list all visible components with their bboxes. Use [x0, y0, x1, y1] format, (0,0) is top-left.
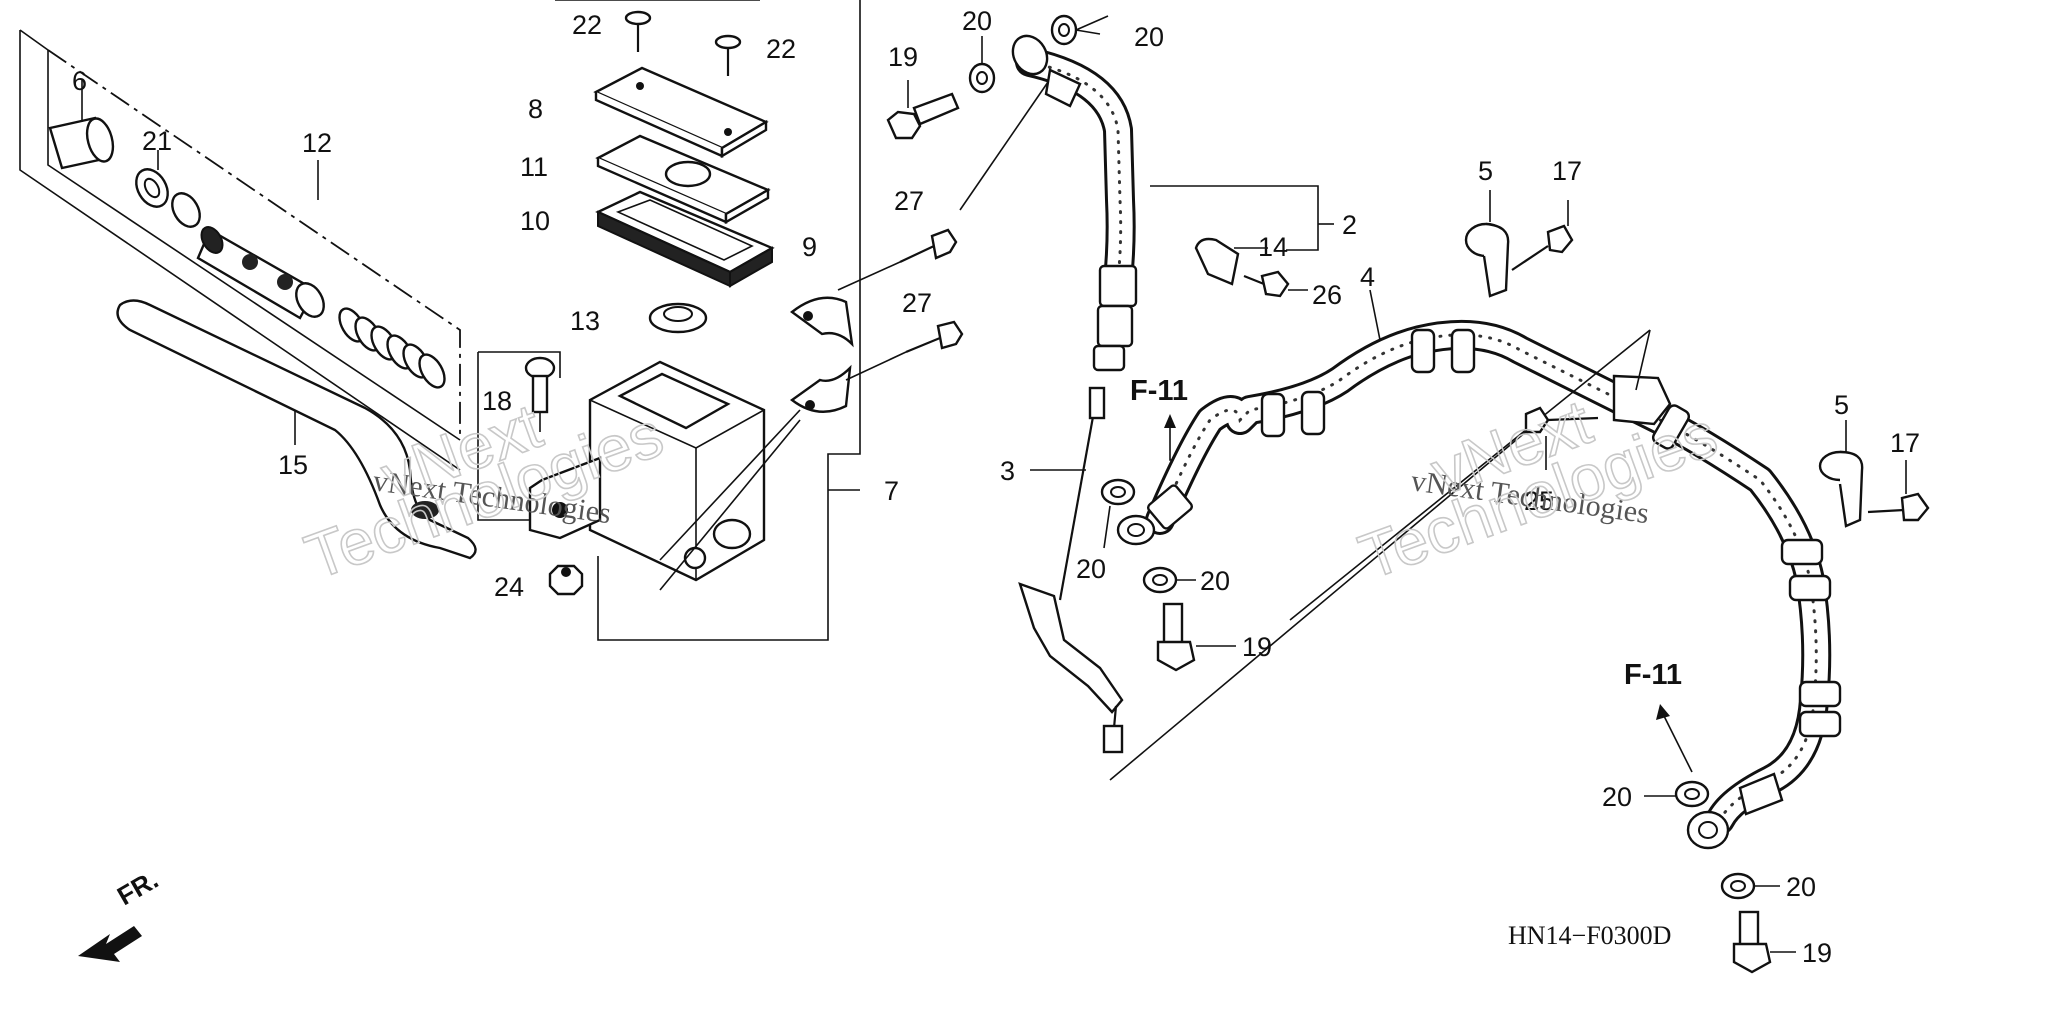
cylinder-frame [477, 0, 861, 641]
clip-bolt-part-a [1511, 200, 1574, 271]
holder-bolt-part-a [899, 228, 958, 263]
callout-5-b: 5 [1834, 390, 1849, 420]
callout-15: 15 [278, 450, 308, 480]
callout-12: 12 [302, 128, 332, 158]
front-label: FR. [112, 864, 163, 911]
callout-10: 10 [520, 206, 550, 236]
screw-part-a [624, 10, 652, 52]
lever-holder-part [789, 296, 854, 413]
pivot-bolt-part [524, 356, 556, 432]
piston-part [196, 160, 325, 320]
sealing-washer-part-a [968, 36, 996, 94]
callout-20-d: 20 [1200, 566, 1230, 596]
brake-pipe-part [1018, 386, 1124, 754]
sealing-washer-part-b [1050, 14, 1109, 46]
callout-20-a: 20 [962, 6, 992, 36]
hose-clamp-part [1194, 237, 1268, 286]
callout-2: 2 [1342, 210, 1357, 240]
ref-label-f11-bottom: F-11 [1624, 659, 1682, 691]
callout-7: 7 [884, 476, 899, 506]
callout-5-a: 5 [1478, 156, 1493, 186]
callout-14: 14 [1258, 232, 1288, 262]
callout-13: 13 [570, 306, 600, 336]
callout-8: 8 [528, 94, 543, 124]
lever-assembly-frame [19, 29, 461, 471]
ref-arrow-f11-bottom [1656, 704, 1693, 773]
boot-part [48, 80, 115, 170]
banjo-bolt-part-a [886, 80, 960, 140]
callout-21: 21 [142, 126, 172, 156]
callout-20-b: 20 [1134, 22, 1164, 52]
brake-lever-part [116, 299, 477, 560]
hose-clip-part-a [1464, 190, 1510, 298]
callout-9: 9 [802, 232, 817, 262]
callout-27-a: 27 [894, 186, 924, 216]
diagram-code: HN14−F0300D [1508, 921, 1671, 950]
sealing-washer-part-d [1142, 566, 1196, 594]
brake-hose-upper-part [959, 34, 1138, 372]
callout-22-b: 22 [766, 34, 796, 64]
spring-part [338, 307, 446, 389]
callout-19-b: 19 [1242, 632, 1272, 662]
reservoir-cap-part [593, 66, 769, 159]
callout-6: 6 [72, 66, 87, 96]
clamp-bolt-part [1243, 270, 1308, 298]
callout-4: 4 [1360, 262, 1375, 292]
callout-24: 24 [494, 572, 524, 602]
banjo-bolt-part-b [1156, 602, 1236, 672]
callout-20-f: 20 [1786, 872, 1816, 902]
holder-bolt-part-b [905, 320, 964, 354]
clip-bolt-part-b [1867, 460, 1930, 522]
sealing-washer-part-f [1720, 872, 1780, 900]
callout-18: 18 [482, 386, 512, 416]
circlip-part [135, 150, 201, 228]
callout-25: 25 [1524, 486, 1554, 516]
screw-part-b [714, 34, 742, 76]
banjo-bolt-part-c [1732, 910, 1796, 974]
callout-3: 3 [1000, 456, 1015, 486]
sealing-washer-part-c [1100, 478, 1136, 549]
callout-27-b: 27 [902, 288, 932, 318]
diaphragm-part [595, 190, 775, 288]
callout-19-a: 19 [888, 42, 918, 72]
callout-20-e: 20 [1602, 782, 1632, 812]
ref-label-f11-top: F-11 [1130, 375, 1188, 407]
reservoir-ring-part [648, 302, 708, 334]
callout-17-b: 17 [1890, 428, 1920, 458]
callout-17-a: 17 [1552, 156, 1582, 186]
sealing-washer-part-e [1644, 780, 1710, 808]
lever-nut-part [548, 564, 584, 596]
callout-22-a: 22 [572, 10, 602, 40]
front-direction-arrow [78, 926, 142, 962]
master-cylinder-body [528, 360, 766, 582]
hose-clip-part-b [1818, 420, 1864, 528]
watermark-right: vNext Technologies vNext Technologies [1349, 385, 1726, 594]
callout-19-c: 19 [1802, 938, 1832, 968]
diaphragm-plate-part [595, 134, 771, 225]
callout-26: 26 [1312, 280, 1342, 310]
callout-11: 11 [520, 152, 548, 182]
callout-20-c: 20 [1076, 554, 1106, 584]
brake-hose-lower-part [1116, 319, 1842, 850]
joint-bolt-part [1524, 406, 1599, 470]
